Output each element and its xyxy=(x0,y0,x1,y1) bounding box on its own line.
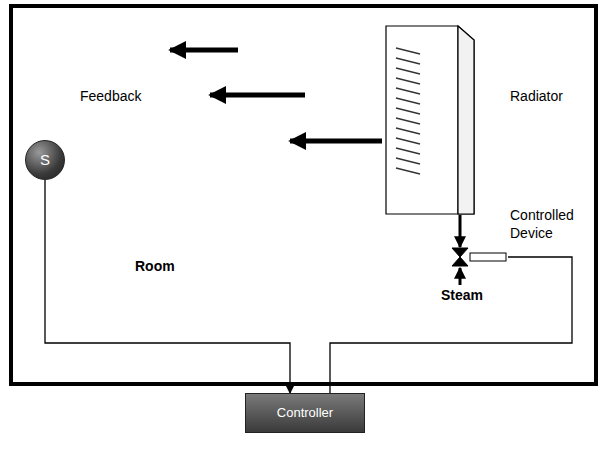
valve-symbol xyxy=(452,248,506,266)
node-label: Radiator xyxy=(510,88,563,106)
signal-wire xyxy=(45,180,290,393)
radiator-body xyxy=(386,26,474,214)
radiator: Radiator xyxy=(385,25,475,215)
steam-label: Steam xyxy=(441,287,483,305)
room-outline: Room S RadiatorControlled Device xyxy=(9,4,598,386)
feedback-arrows xyxy=(170,50,382,141)
valve-device: Controlled Device xyxy=(450,247,508,267)
feedback-label: Feedback xyxy=(80,88,141,106)
steam-pipe xyxy=(459,215,462,247)
signal-wire xyxy=(330,257,572,393)
steam-arrow xyxy=(459,268,462,285)
sensor-circle: S xyxy=(25,140,65,180)
node-label: Controller xyxy=(277,405,333,421)
node-label: Room xyxy=(135,258,175,276)
node-label: S xyxy=(40,151,50,170)
radiator-fins xyxy=(396,48,420,174)
controller-box: Controller xyxy=(245,393,365,433)
node-label: Controlled Device xyxy=(510,207,590,242)
